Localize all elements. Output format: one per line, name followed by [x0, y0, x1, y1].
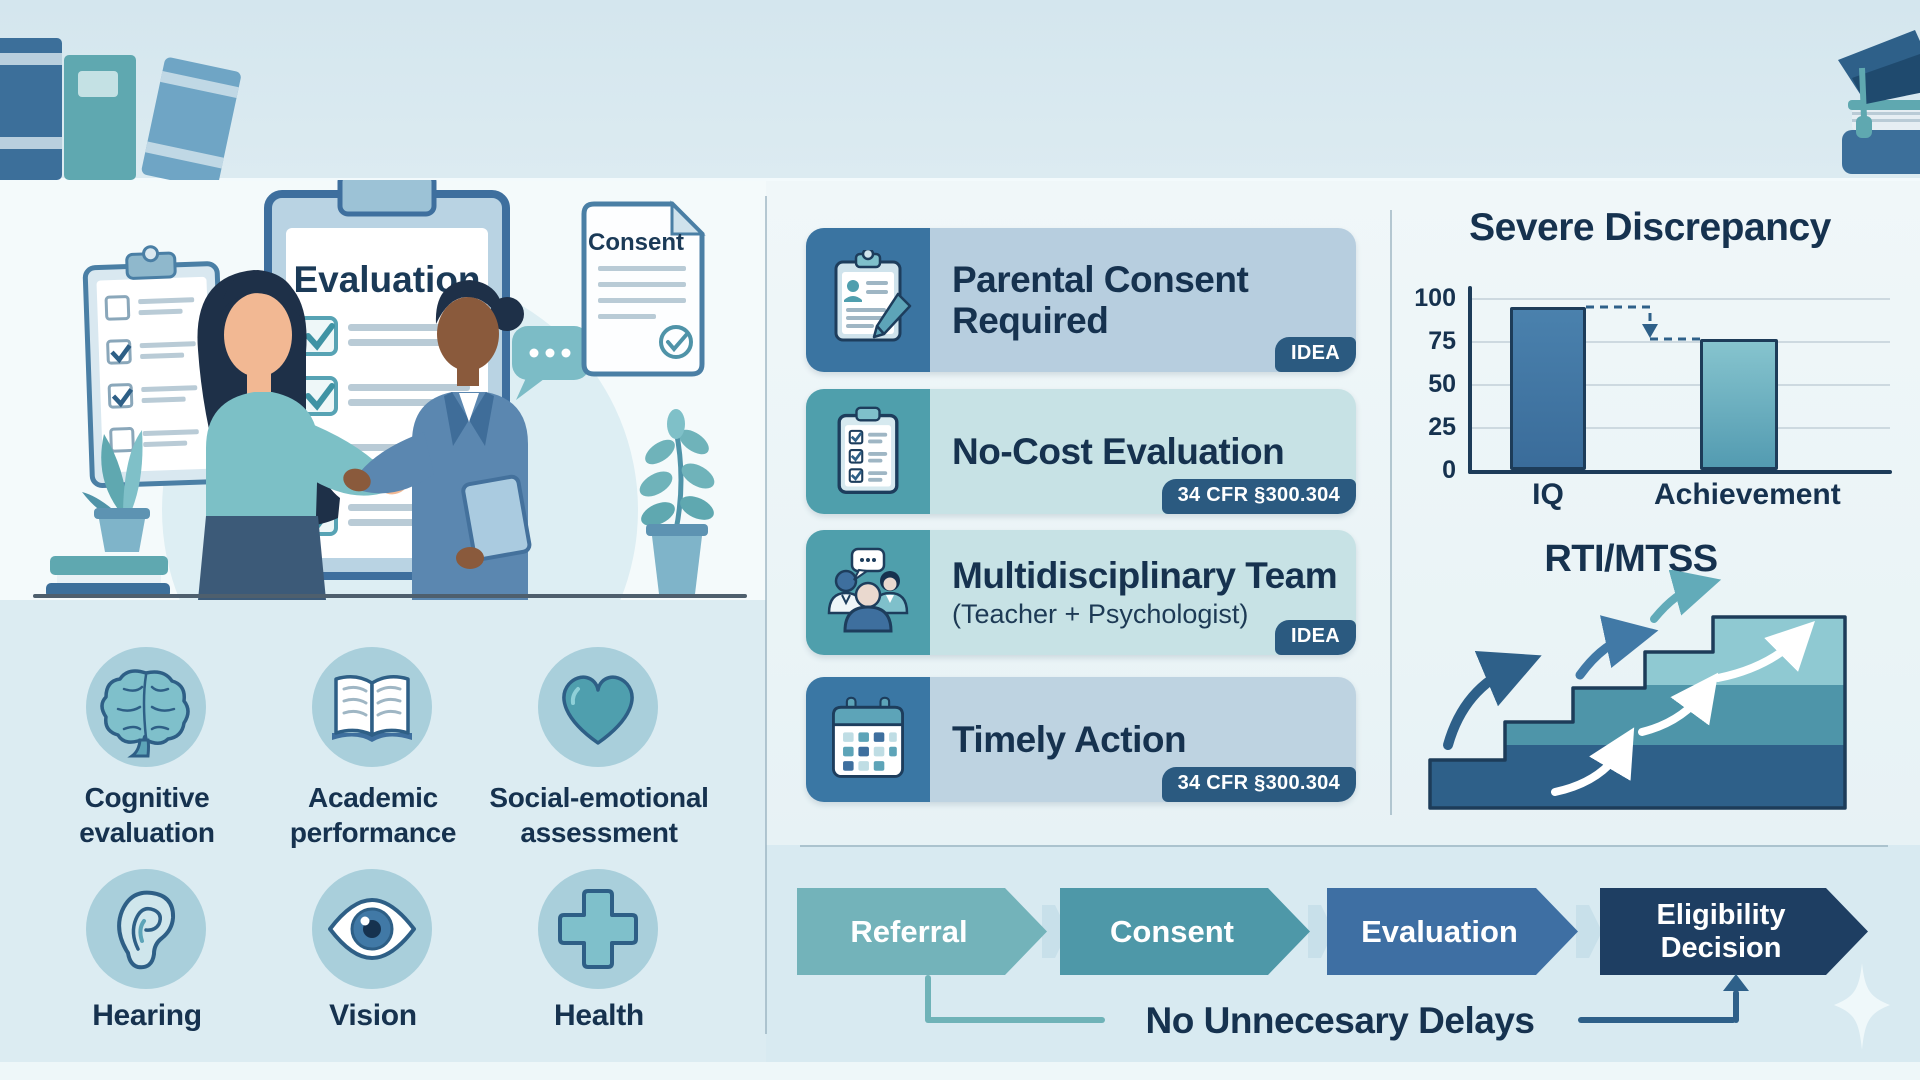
requirement-title-line2: Required — [952, 300, 1109, 341]
rti-staircase-icon — [1428, 570, 1847, 810]
flow-step-evaluation: Evaluation — [1327, 888, 1578, 975]
top-band — [0, 0, 1920, 181]
regulation-badge: IDEA — [1275, 337, 1356, 372]
flow-step-referral: Referral — [797, 888, 1047, 975]
horizontal-divider — [800, 845, 1888, 847]
bar-achievement — [1700, 339, 1778, 470]
graduation-cap-icon — [1838, 30, 1920, 174]
y-tick: 25 — [1428, 413, 1456, 441]
assessment-label: Vision — [329, 999, 417, 1032]
y-tick: 100 — [1414, 284, 1456, 312]
y-tick: 75 — [1428, 327, 1456, 355]
open-book-icon — [312, 647, 432, 767]
gridline — [1472, 427, 1890, 429]
assessment-label: Social-emotional assessment — [489, 782, 709, 848]
medical-cross-icon — [538, 869, 658, 989]
delay-connector-line — [1578, 1017, 1736, 1023]
severe-discrepancy-chart: 100 75 50 25 0 IQ Achievement — [1400, 280, 1900, 520]
requirement-subtitle: (Teacher + Psychologist) — [952, 599, 1249, 629]
ear-icon — [86, 869, 206, 989]
checklist-icon — [806, 389, 930, 514]
requirement-title: Multidisciplinary Team — [952, 555, 1338, 596]
assessment-label: Cognitive evaluation — [79, 782, 215, 848]
parent-figure — [197, 270, 409, 600]
flow-step-eligibility-decision: Eligibility Decision — [1600, 888, 1868, 975]
assessment-label: Academic performance — [289, 782, 457, 848]
requirement-timely-action: Timely Action 34 CFR §300.304 — [806, 677, 1356, 802]
gridline — [1472, 384, 1890, 386]
heart-icon — [538, 647, 658, 767]
y-tick: 50 — [1428, 370, 1456, 398]
books-icon — [0, 38, 241, 180]
y-axis — [1468, 286, 1472, 474]
up-arrow-icon — [1723, 974, 1749, 991]
requirement-title: No-Cost Evaluation — [952, 431, 1285, 472]
regulation-badge: IDEA — [1275, 620, 1356, 655]
eye-icon — [312, 869, 432, 989]
x-label-achievement: Achievement — [1654, 478, 1841, 511]
assessment-label: Health — [554, 999, 644, 1032]
no-delays-note: No Unnecesary Delays — [1145, 1000, 1535, 1041]
small-checklist-clipboard-icon — [82, 245, 227, 489]
requirement-parental-consent: Parental Consent Required IDEA — [806, 228, 1356, 372]
discrepancy-arrow — [1586, 305, 1700, 341]
speech-bubble-icon — [512, 326, 590, 400]
consent-document-title: Consent — [588, 229, 684, 256]
regulation-badge: 34 CFR §300.304 — [1161, 767, 1356, 802]
requirement-no-cost-evaluation: No-Cost Evaluation 34 CFR §300.304 — [806, 389, 1356, 514]
requirement-title: Parental Consent — [952, 259, 1249, 300]
delay-connector-line — [1733, 990, 1739, 1023]
calendar-icon — [806, 677, 930, 802]
requirement-title: Timely Action — [952, 719, 1187, 760]
consent-form-icon — [806, 228, 930, 372]
chart-title: Severe Discrepancy — [1469, 206, 1831, 249]
y-tick: 0 — [1442, 456, 1456, 484]
psychologist-figure — [343, 280, 532, 600]
regulation-badge: 34 CFR §300.304 — [1161, 479, 1356, 514]
bar-iq — [1510, 307, 1586, 470]
flow-step-consent: Consent — [1060, 888, 1310, 975]
sparkle-icon — [1834, 963, 1890, 1050]
right-vertical-divider — [1390, 210, 1392, 815]
brain-icon — [86, 647, 206, 767]
team-icon — [806, 530, 930, 655]
gridline — [1472, 298, 1890, 300]
potted-plant-icon — [82, 430, 150, 552]
requirement-multidisciplinary-team: Multidisciplinary Team (Teacher + Psycho… — [806, 530, 1356, 655]
gridline — [1472, 341, 1890, 343]
footer-strip — [0, 1062, 1920, 1080]
assessment-label: Hearing — [92, 999, 202, 1032]
x-axis — [1468, 470, 1892, 474]
delay-connector-line — [925, 1017, 1105, 1023]
tablet-icon — [461, 474, 532, 562]
consent-document-icon: Consent — [581, 200, 706, 377]
left-vertical-divider — [765, 196, 767, 1034]
books-stack-icon — [46, 556, 170, 598]
evaluation-meeting-illustration: Evaluation — [33, 180, 747, 600]
x-label-iq: IQ — [1532, 478, 1564, 511]
potted-plant-icon — [639, 409, 715, 594]
delay-connector-line — [925, 975, 931, 1022]
